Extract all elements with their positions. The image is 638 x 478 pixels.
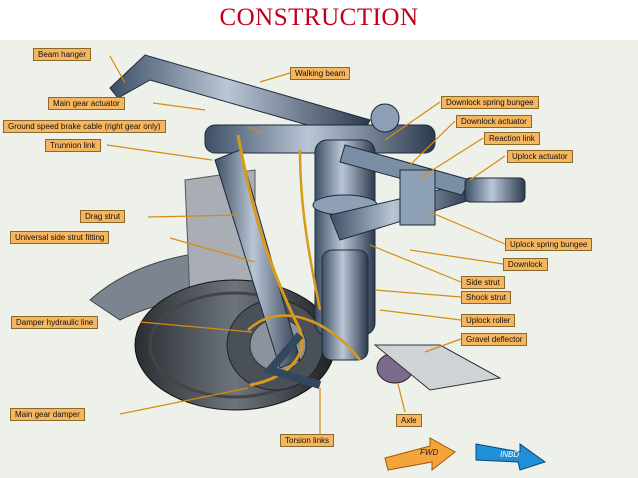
inbd-label: INBD [500,450,520,459]
label-damper-hydraulic-line: Damper hydraulic line [11,316,99,329]
title-bar [0,0,638,40]
drag-strut [214,149,301,369]
torsion-links [262,332,322,389]
label-downlock: Downlock [503,258,548,271]
label-trunnion-link: Trunnion link [45,139,101,152]
page-title: CONSTRUCTION [219,4,419,31]
fwd-arrow [384,437,456,472]
label-drag-strut: Drag strut [80,210,126,223]
label-reaction-link: Reaction link [484,132,540,145]
label-walking-beam: Walking beam [290,67,351,80]
label-main-gear-damper: Main gear damper [10,408,85,421]
label-shock-strut: Shock strut [461,291,512,304]
label-uplock-roller: Uplock roller [461,314,516,327]
leader-lines [106,55,506,436]
gravel-deflector [373,344,502,391]
downlock-bracket [399,169,436,226]
label-uplock-spring-bungee: Uplock spring bungee [505,238,593,251]
label-axle: Axle [396,414,422,427]
label-ground-speed-brake-cable: Ground speed brake cable (right gear onl… [3,120,166,133]
inbd-arrow [475,443,547,471]
label-gravel-deflector: Gravel deflector [461,333,528,346]
label-downlock-actuator: Downlock actuator [456,115,532,128]
label-torsion-links: Torsion links [280,434,335,447]
fwd-label: FWD [420,448,439,457]
label-universal-side-strut-fitting: Universal side strut fitting [10,231,110,244]
label-main-gear-actuator: Main gear actuator [48,97,125,110]
label-beam-hanger: Beam hanger [33,48,92,61]
uplock-actuator [464,177,526,203]
label-uplock-actuator: Uplock actuator [507,150,573,163]
label-side-strut: Side strut [461,276,505,289]
label-downlock-spring-bungee: Downlock spring bungee [441,96,539,109]
